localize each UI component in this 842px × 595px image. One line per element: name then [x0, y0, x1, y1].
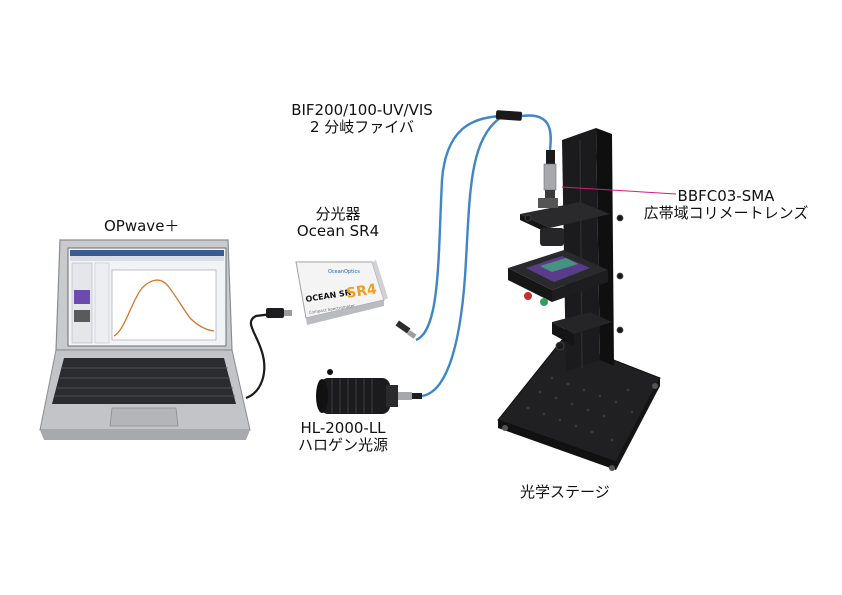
laptop-label: OPwave＋: [104, 217, 180, 235]
spectrometer-label-line1: 分光器: [315, 205, 361, 223]
spectrometer-badge: SR4: [345, 281, 378, 302]
stage-label: 光学ステージ: [520, 483, 610, 501]
spectrometer: OceanOptics OCEAN SR SR4 Compact Spectro…: [295, 260, 417, 339]
lightsource-label-line2: ハロゲン光源: [297, 436, 388, 454]
fiber-label-line2: 2 分岐ファイバ: [309, 118, 414, 136]
usb-cable: [245, 312, 273, 400]
lightsource-label-line1: HL-2000-LL: [300, 419, 386, 437]
fiber-label-line1: BIF200/100-UV/VIS: [291, 101, 433, 119]
spectrometer-label-line2: Ocean SR4: [296, 222, 380, 240]
bifurcated-fiber: [415, 110, 557, 398]
collimator-label-line1: BBFC03-SMA: [677, 187, 775, 205]
optical-stage: [497, 128, 661, 471]
collimator-label-line2: 広帯域コリメートレンズ: [643, 204, 809, 222]
spectrometer-brand: OceanOptics: [328, 269, 360, 275]
collimator-annotation-line: [561, 186, 677, 195]
spectrometer-label: 分光器 Ocean SR4: [290, 206, 386, 240]
laptop: [39, 239, 292, 440]
light-source: [316, 369, 422, 414]
collimator-label: BBFC03-SMA 広帯域コリメートレンズ: [628, 188, 824, 222]
lightsource-label: HL-2000-LL ハロゲン光源: [288, 420, 398, 454]
fiber-label: BIF200/100-UV/VIS 2 分岐ファイバ: [282, 102, 442, 136]
spectrum-trace: [113, 279, 215, 337]
